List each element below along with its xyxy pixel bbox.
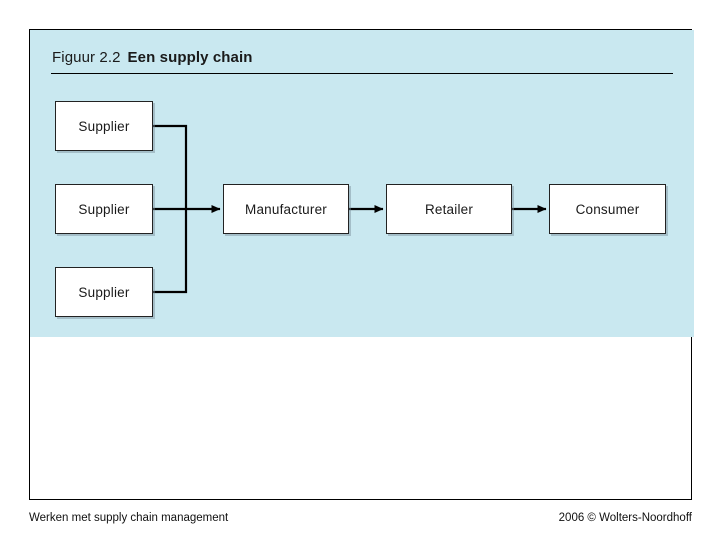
heading-divider [51, 73, 673, 74]
node-label: Retailer [424, 201, 474, 217]
node-consumer[interactable]: Consumer [549, 184, 666, 234]
node-label: Supplier [78, 118, 130, 134]
node-label: Supplier [78, 284, 130, 300]
slide-frame: Figuur 2.2 Een supply chain [29, 29, 694, 500]
figure-number: Figuur 2.2 [52, 49, 121, 66]
footer-copyright: 2006 © Wolters-Noordhoff [558, 512, 692, 524]
node-manufacturer[interactable]: Manufacturer [223, 184, 349, 234]
node-label: Supplier [78, 201, 130, 217]
figure-panel: Figuur 2.2 Een supply chain [30, 30, 694, 337]
figure-title: Een supply chain [127, 49, 253, 66]
node-supplier-1[interactable]: Supplier [55, 101, 153, 151]
node-retailer[interactable]: Retailer [386, 184, 512, 234]
supply-chain-diagram: Supplier Supplier Supplier Manufacturer … [30, 30, 694, 337]
figure-heading: Figuur 2.2 Een supply chain [52, 49, 253, 66]
footer-book-title: Werken met supply chain management [29, 512, 229, 524]
node-label: Consumer [575, 201, 640, 217]
node-supplier-3[interactable]: Supplier [55, 267, 153, 317]
node-supplier-2[interactable]: Supplier [55, 184, 153, 234]
slide-footer: Werken met supply chain management 2006 … [29, 512, 692, 532]
node-label: Manufacturer [245, 201, 327, 217]
